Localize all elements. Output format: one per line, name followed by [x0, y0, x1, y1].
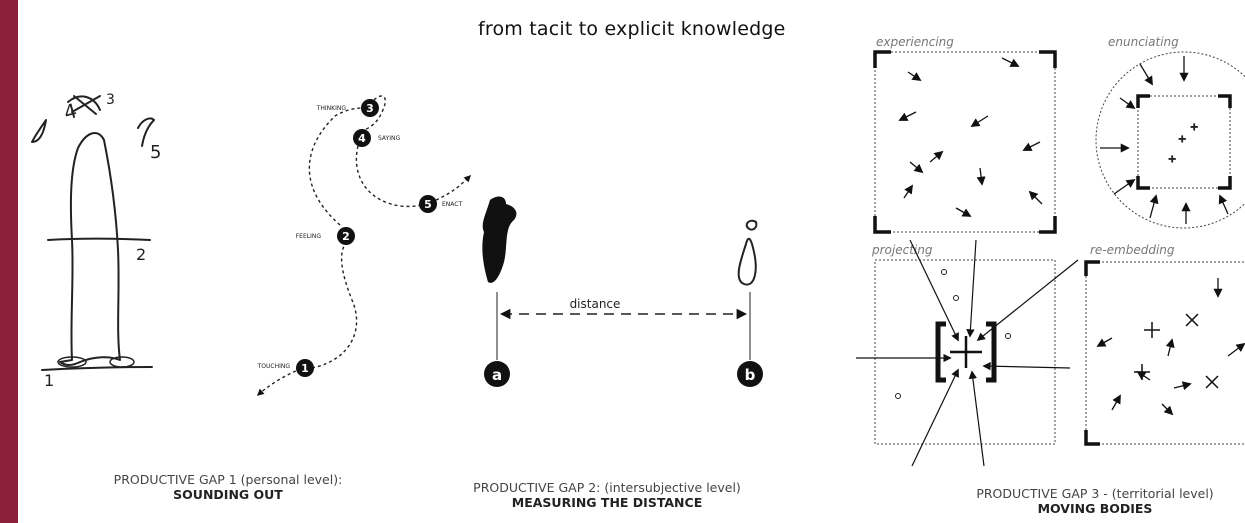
sketch-label-4: 4 [61, 98, 80, 124]
accent-bar [0, 0, 18, 523]
sketch-foot-right [109, 356, 135, 368]
caption-gap3-line2: MOVING BODIES [1037, 501, 1153, 516]
sketch-right-mark [137, 117, 155, 147]
sketch-label-3: 3 [106, 92, 115, 108]
panel2-nodes: 1 TOUCHING 2 FEELING 3 THINKING 4 SAYING… [257, 99, 462, 377]
distance-label: distance [570, 297, 621, 311]
figure-b-head [745, 219, 758, 231]
quadrant-label-experiencing: experiencing [876, 35, 954, 49]
caption-gap1: PRODUCTIVE GAP 1 (personal level): SOUND… [98, 472, 358, 502]
quadrant-label-re-embedding: re-embedding [1090, 243, 1175, 257]
node-2: 2 FEELING [296, 227, 355, 245]
caption-gap2: PRODUCTIVE GAP 2: (intersubjective level… [452, 480, 762, 510]
point-b-label: b [745, 366, 756, 384]
panel1-sketch-labels: 4 3 5 2 1 [44, 92, 161, 390]
quadrant-label-enunciating: enunciating [1108, 35, 1179, 49]
quadrant-label-projecting: projecting [871, 243, 933, 257]
caption-gap2-line2: MEASURING THE DISTANCE [511, 495, 703, 510]
quadrant-enunciating: enunciating + + + [1095, 35, 1245, 229]
node-3-label: THINKING [316, 105, 347, 112]
node-2-num: 2 [342, 230, 350, 243]
node-3: 3 THINKING [316, 99, 379, 117]
sketch-horizon-line [47, 237, 151, 241]
node-4: 4 SAYING [353, 129, 400, 147]
sketch-ground-line [41, 366, 153, 371]
node-5-num: 5 [424, 198, 432, 211]
quadrant-projecting: projecting [856, 239, 1079, 467]
point-a-label: a [492, 366, 502, 384]
point-b-marker [737, 361, 763, 387]
caption-gap3: PRODUCTIVE GAP 3 - (territorial level) M… [945, 486, 1245, 516]
node-2-label: FEELING [296, 233, 322, 240]
sketch-label-5: 5 [150, 142, 161, 163]
caption-gap1-line2: SOUNDING OUT [173, 487, 283, 502]
node-4-label: SAYING [378, 135, 400, 142]
svg-text:+: + [1168, 154, 1176, 165]
page-title: from tacit to explicit knowledge [478, 18, 786, 40]
sketch-figure [59, 132, 121, 366]
svg-text:+: + [1178, 134, 1186, 145]
silhouette-a [482, 196, 517, 283]
point-a-marker [484, 361, 510, 387]
sketch-foot-left [57, 356, 87, 368]
panel3-diagram: distance a b [482, 196, 763, 387]
figure-b [737, 237, 757, 286]
node-5: 5 ENACT [419, 195, 462, 213]
panel1-sketch [31, 95, 155, 371]
sketch-left-mark [31, 119, 47, 143]
node-3-num: 3 [366, 102, 374, 115]
panel2-path [256, 95, 471, 396]
sketch-label-2: 2 [136, 245, 146, 264]
caption-gap2-line1: PRODUCTIVE GAP 2: (intersubjective level… [473, 480, 741, 495]
node-1-num: 1 [301, 362, 309, 375]
sketch-top-scribble [67, 95, 101, 115]
quadrant-experiencing: experiencing [873, 35, 1057, 234]
svg-text:+: + [1190, 122, 1198, 133]
caption-gap3-line1: PRODUCTIVE GAP 3 - (territorial level) [976, 486, 1214, 501]
node-4-num: 4 [358, 132, 366, 145]
projecting-core [935, 321, 997, 383]
sketch-label-1: 1 [44, 371, 54, 390]
node-5-label: ENACT [442, 201, 462, 208]
caption-gap1-line1: PRODUCTIVE GAP 1 (personal level): [113, 472, 343, 487]
node-1: 1 TOUCHING [257, 359, 314, 377]
quadrant-re-embedding: re-embedding [1084, 243, 1245, 446]
node-1-label: TOUCHING [257, 363, 291, 370]
